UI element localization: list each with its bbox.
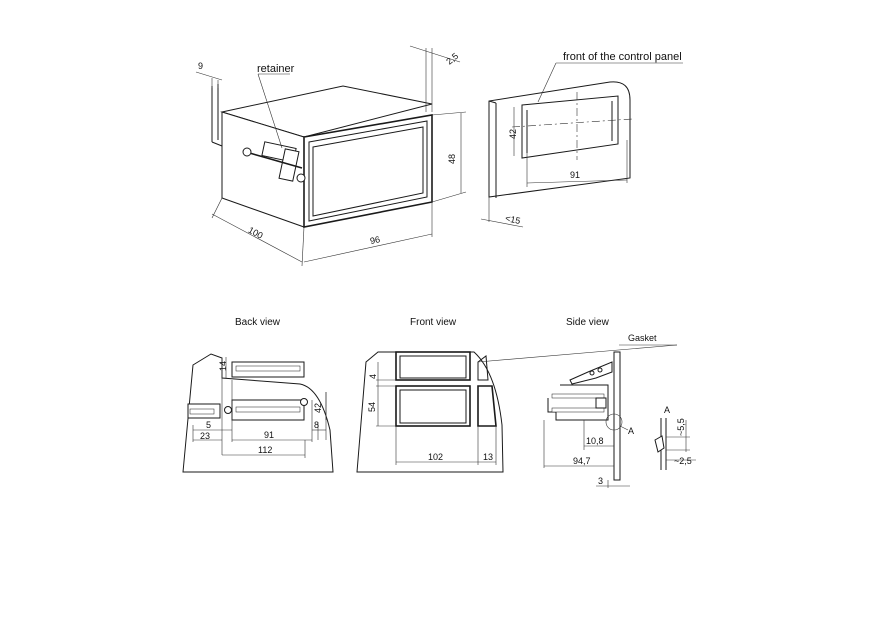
- detail-circle-a: [605, 413, 623, 431]
- back-panel-outline: [182, 353, 334, 473]
- side-panel: [613, 351, 621, 481]
- dim-cutout-width: 91: [570, 170, 580, 180]
- side-dim-3: 3: [598, 476, 603, 486]
- front-dim-13: 13: [483, 452, 493, 462]
- detail-gasket: [654, 435, 665, 453]
- side-dim-94-7: 94,7: [573, 456, 591, 466]
- front-cutout-middle: [395, 385, 471, 427]
- dim-panel-thickness: <15: [504, 213, 521, 226]
- panel-cutout-view: front of the control panel 42 91 <15: [480, 51, 683, 228]
- back-dim-91: 91: [264, 430, 274, 440]
- back-dim-14: 14: [218, 361, 228, 371]
- front-cutout-right: [477, 385, 497, 427]
- back-view: Back view 14 42 5 23 91 8 112: [182, 317, 334, 473]
- back-dim-23: 23: [200, 431, 210, 441]
- detail-marker-a: A: [628, 426, 634, 436]
- dim-bezel: 9: [198, 61, 203, 71]
- back-dim-112: 112: [258, 445, 272, 455]
- detail-title-a: A: [664, 405, 670, 415]
- dim-cutout-height: 42: [508, 129, 518, 139]
- panel-front-label: front of the control panel: [563, 51, 682, 63]
- detail-dim-2-5: ~2,5: [674, 456, 692, 466]
- dim-depth: 100: [247, 225, 265, 241]
- front-dim-4: 4: [368, 374, 378, 379]
- dim-height: 48: [447, 154, 457, 164]
- terminal-pins: [189, 365, 301, 415]
- front-dim-102: 102: [428, 452, 443, 462]
- dim-frame: 2,5: [444, 51, 460, 67]
- front-view: Front view 4 54 102 13: [356, 317, 678, 473]
- retainer-clamp: [242, 141, 306, 183]
- detail-dim-5-5: ~5,5: [676, 418, 686, 436]
- panel-opening: [521, 95, 619, 159]
- display-window: [312, 126, 424, 217]
- gasket-label: Gasket: [628, 333, 657, 343]
- side-clamp: [569, 361, 613, 385]
- front-cutout-top: [395, 351, 471, 381]
- back-view-title: Back view: [235, 317, 281, 328]
- bezel-inner: [308, 120, 428, 222]
- front-view-title: Front view: [410, 317, 457, 328]
- back-dim-5: 5: [206, 420, 211, 430]
- retainer-label: retainer: [257, 63, 295, 75]
- side-body: [547, 384, 609, 421]
- back-dim-8: 8: [314, 420, 319, 430]
- side-view-title: Side view: [566, 317, 610, 328]
- back-dim-42: 42: [313, 403, 323, 413]
- side-view: Side view Gasket A 10,8 94,7 3 A: [543, 317, 696, 488]
- side-dim-10-8: 10,8: [586, 436, 604, 446]
- isometric-device: retainer 9 2,5 48 100 96: [195, 45, 467, 267]
- dim-width: 96: [369, 234, 381, 246]
- front-dim-54: 54: [367, 402, 377, 412]
